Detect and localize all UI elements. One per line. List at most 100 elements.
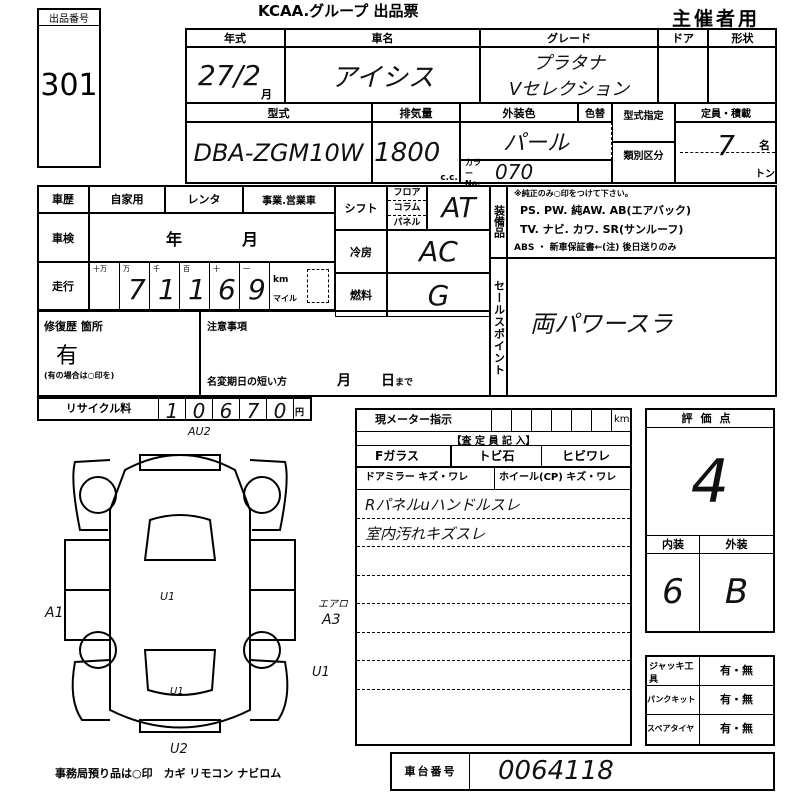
cc-unit: c.c. <box>440 173 458 183</box>
displacement-value: 1800 <box>374 138 441 168</box>
year-value: 27/2 <box>198 58 261 92</box>
color-change-label: 色替 <box>578 103 612 122</box>
model-value: DBA-ZGM10W <box>185 122 372 184</box>
accessory-box: ジャッキ工具有・無 パンクキット有・無 スペアタイヤ有・無 <box>645 655 775 746</box>
name-change-row: 名変期日の短い方月日まで <box>207 373 414 389</box>
note-line <box>357 576 630 604</box>
ac-label: 冷房 <box>335 230 387 273</box>
model-label: 型式 <box>185 103 372 122</box>
note-line: Rパネルuハンドルスレ <box>357 490 630 519</box>
diagram-mark: U2 <box>170 742 188 757</box>
door-label: ドア <box>658 28 708 47</box>
capacity-value: 7 <box>717 129 735 162</box>
inspector-box: 現メーター指示 km 【査 定 員 記 入】 Fガラス トビ石 ヒビワレ ドアミ… <box>355 408 632 746</box>
inspection-label: 車検 <box>37 213 89 262</box>
displacement-cell: 1800 c.c. <box>372 122 460 184</box>
ac-value: AC <box>387 230 490 273</box>
month-suffix: 月 <box>260 88 272 101</box>
sub-score-labels: 内装外装 <box>647 536 773 554</box>
repair-label: 修復歴 箇所 <box>44 320 103 333</box>
usage-label: 主催者用 <box>672 8 761 30</box>
shift-options: フロア コラム パネル <box>387 185 427 230</box>
class-label: 類別区分 <box>612 142 675 184</box>
equipment-note: ※純正のみ○印をつけて下さい。 <box>514 189 633 198</box>
glass-row: Fガラス トビ石 ヒビワレ <box>357 446 630 468</box>
diagram-mark: U1 <box>170 686 184 697</box>
equipment-line1: PS. PW. 純AW. AB(エアバック) <box>520 204 692 217</box>
inspection-year-unit: 年 <box>165 229 182 249</box>
caution-label: 注意事項 <box>207 322 247 333</box>
sales-point-label: セールスポイント <box>490 258 507 397</box>
recycle-digit: 6 <box>213 399 240 423</box>
color-cell: パール <box>460 122 612 160</box>
sales-point-box: 両パワースラ <box>507 258 777 397</box>
grade-line1: プラタナ <box>533 53 605 74</box>
notes-list: Rパネルuハンドルスレ 室内汚れキズスレ <box>357 490 630 718</box>
shift-floor[interactable]: フロア <box>388 186 426 201</box>
inspection-month-unit: 月 <box>242 229 259 249</box>
note-line <box>357 661 630 690</box>
capacity-label: 定員・積載 <box>675 103 777 122</box>
displacement-label: 排気量 <box>372 103 460 122</box>
caution-box: 注意事項 名変期日の短い方月日まで <box>200 310 490 397</box>
history-private[interactable]: 自家用 <box>89 185 165 213</box>
recycle-digit: 0 <box>186 399 213 423</box>
history-business[interactable]: 事業.営業車 <box>243 185 335 213</box>
diagram-mark: U1 <box>160 590 176 603</box>
lot-label: 出品番号 <box>39 10 99 26</box>
car-diagram <box>64 454 296 733</box>
shape-cell <box>708 47 777 103</box>
recycle-digit: 7 <box>240 399 267 423</box>
type-designation-label: 型式指定 <box>612 103 675 142</box>
mirror-row: ドアミラー キズ・ワレ ホイール(CP) キズ・ワレ <box>357 468 630 490</box>
recycle-digit: 0 <box>267 399 294 423</box>
load-unit: トン <box>755 169 775 180</box>
chassis-box: 車台番号 0064118 <box>390 752 775 791</box>
diagram-mark: A3 <box>322 612 341 628</box>
shift-panel[interactable]: パネル <box>393 218 421 228</box>
form-title: KCAA.グループ 出品票 <box>258 2 419 20</box>
history-rental[interactable]: レンタ <box>165 185 243 213</box>
color-label: 外装色 <box>460 103 578 122</box>
score-label: 評価点 <box>647 410 773 428</box>
fuel-label: 燃料 <box>335 273 387 317</box>
note-line <box>357 690 630 719</box>
name-label: 車名 <box>285 28 480 47</box>
lot-number: 301 <box>40 68 98 103</box>
accessory-row: ジャッキ工具有・無 <box>647 657 773 686</box>
note-line <box>357 547 630 576</box>
lot-box: 出品番号 301 <box>37 8 101 168</box>
shift-label: シフト <box>335 185 387 230</box>
mileage-label: 走行 <box>37 262 89 310</box>
color-value: パール <box>502 131 569 156</box>
chassis-value: 0064118 <box>498 756 614 786</box>
accessory-row: パンクキット有・無 <box>647 686 773 715</box>
recycle-digit: 1 <box>159 399 186 423</box>
note-line <box>357 604 630 633</box>
repair-value: 有 <box>56 344 79 369</box>
equipment-line3: ABS ・ 新車保証書←(注) 後日送りのみ <box>514 243 677 253</box>
note-line <box>357 633 630 661</box>
repair-note: (有の場合は○印を) <box>44 371 115 380</box>
equipment-label: 装備品 <box>490 185 507 258</box>
shape-label: 形状 <box>708 28 777 47</box>
diagram-mark: エアロ <box>318 599 348 610</box>
recycle-row: リサイクル料 1 0 6 7 0 円 <box>37 397 312 423</box>
shift-column[interactable]: コラム <box>388 201 426 216</box>
note-line: 室内汚れキズスレ <box>357 519 630 547</box>
color-no-label: カラーNo. <box>465 157 481 188</box>
meter-row: 現メーター指示 km <box>357 410 630 432</box>
mileage-digit: 十万 <box>90 263 120 309</box>
car-name: アイシス <box>285 47 480 103</box>
recycle-label: リサイクル料 <box>39 399 159 419</box>
